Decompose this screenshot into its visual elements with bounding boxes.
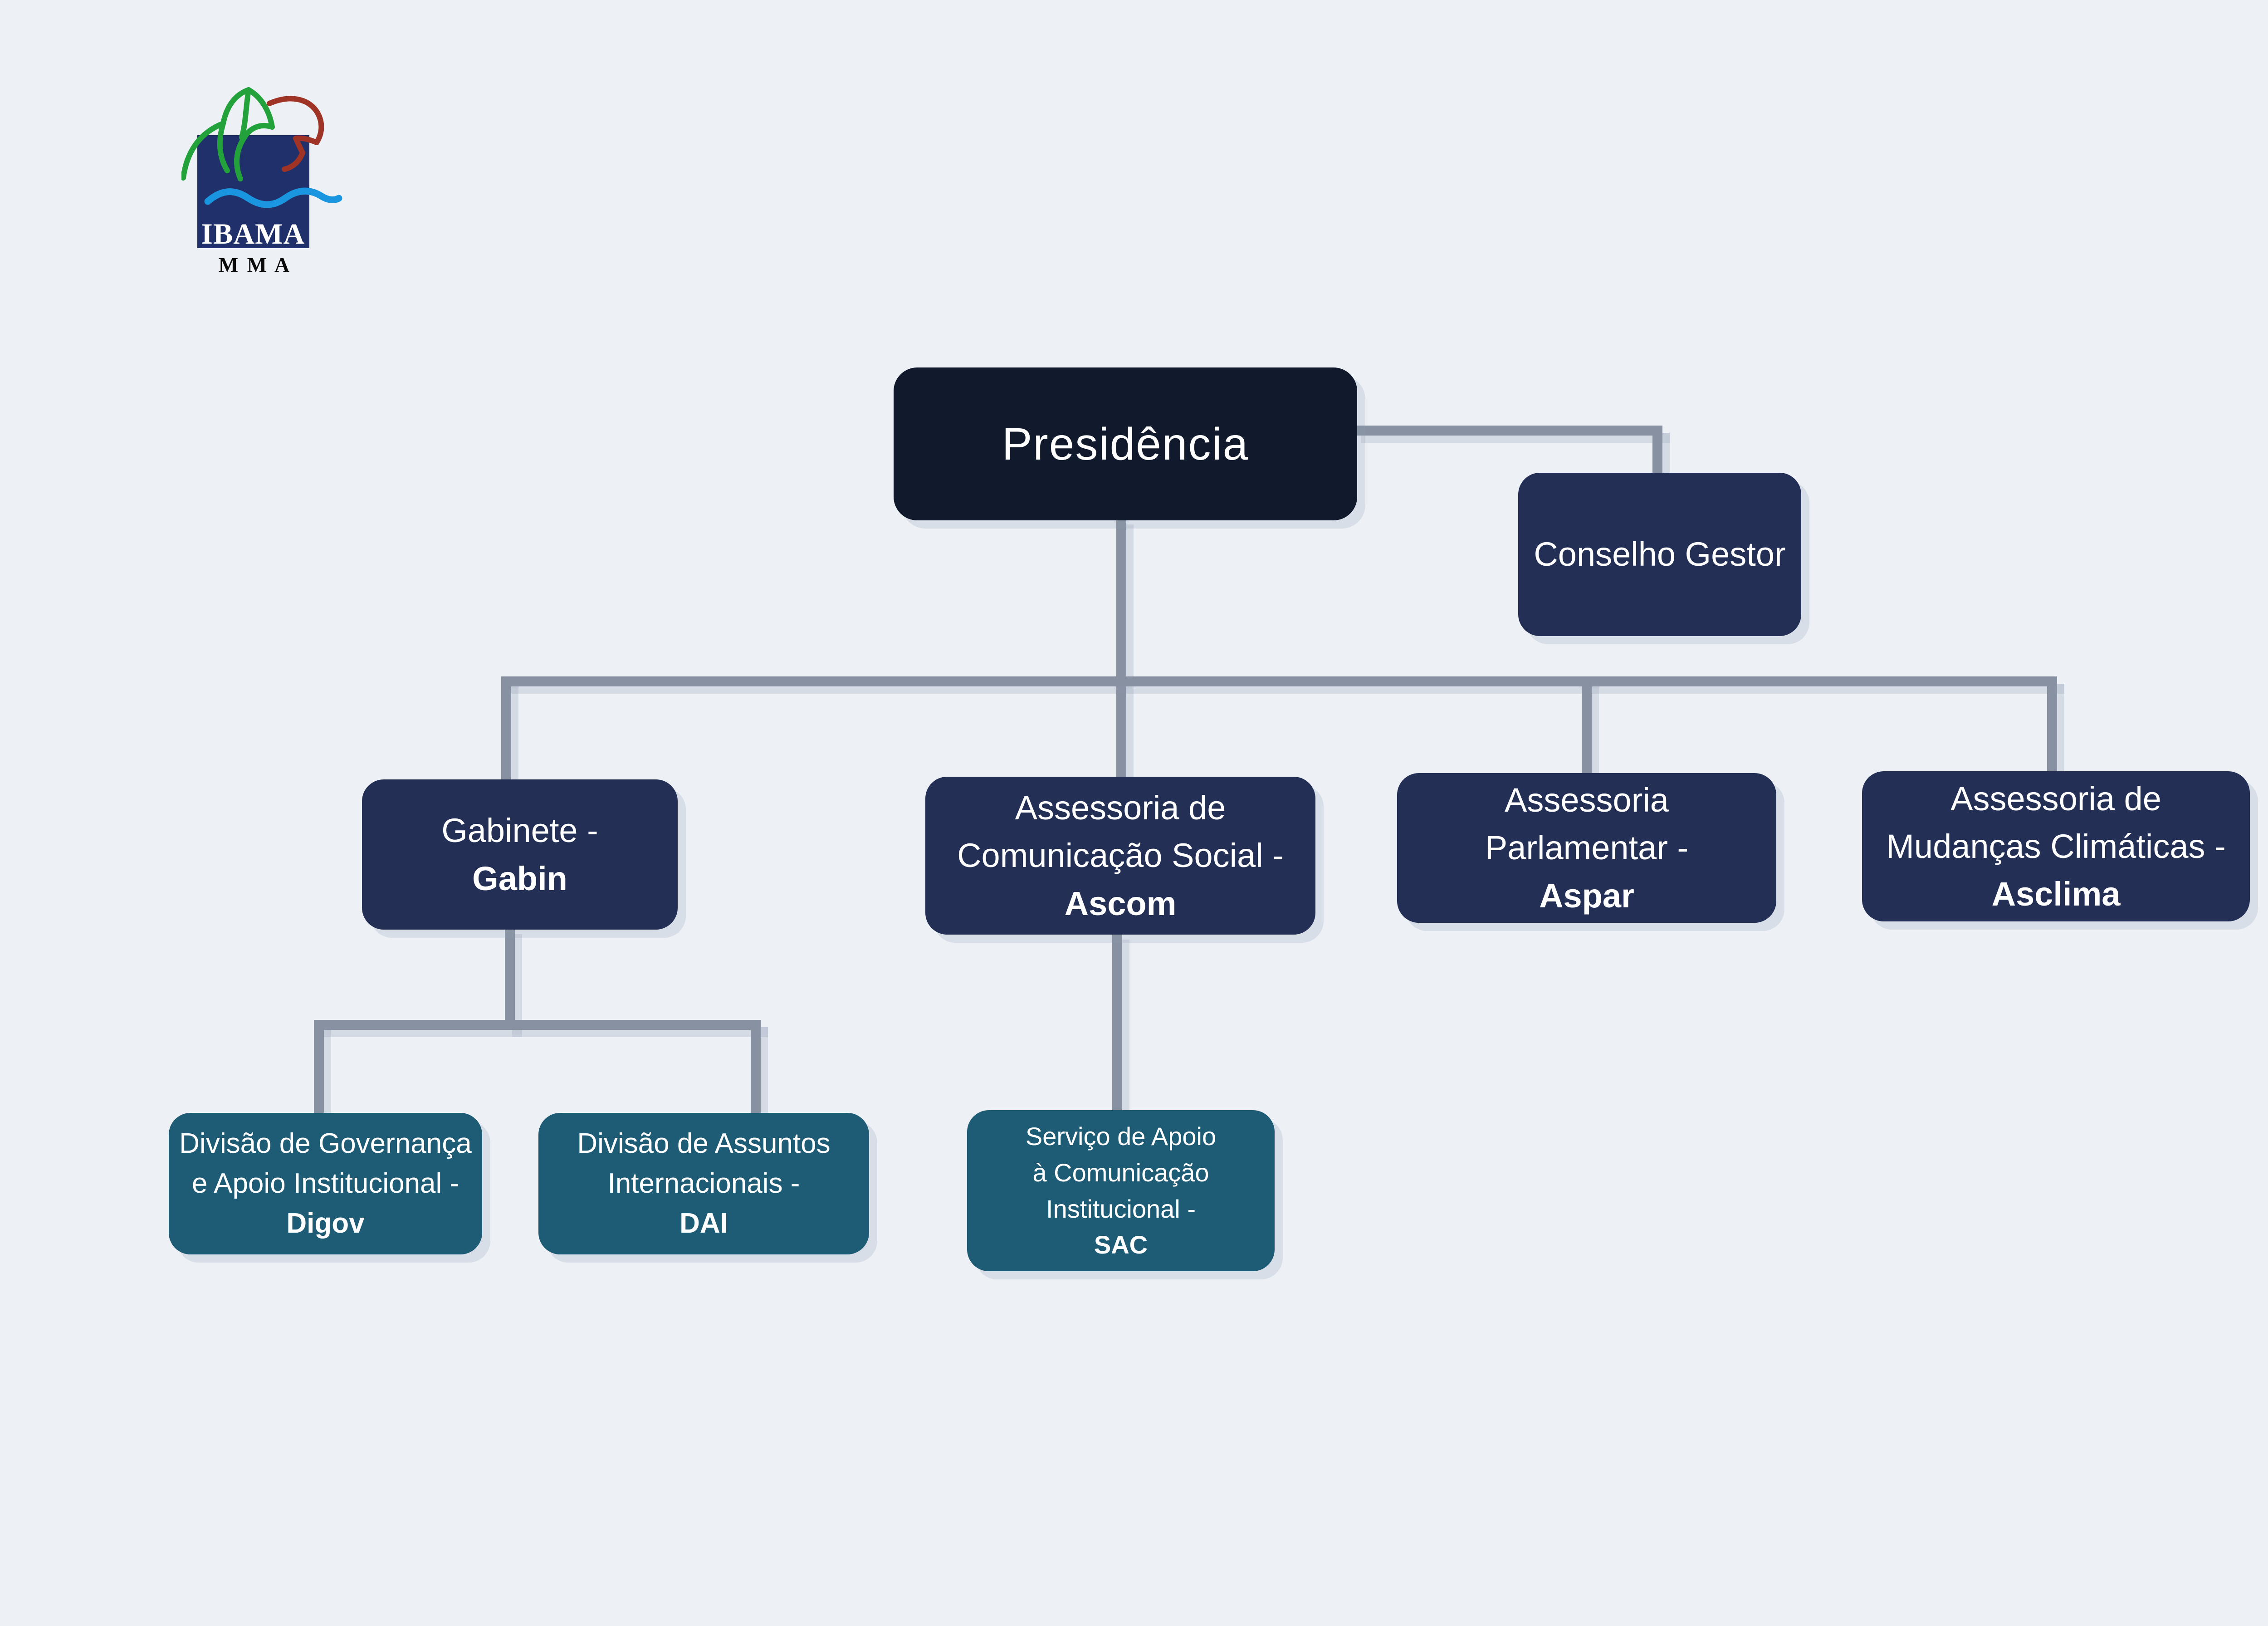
node-label-line: Mudanças Climáticas -: [1886, 827, 2226, 865]
node-acronym: Gabin: [472, 859, 567, 897]
node-label-line: Assessoria de: [1950, 779, 2161, 818]
node-divisao-assuntos-internacionais-dai: Divisão de Assuntos Internacionais - DAI: [538, 1113, 869, 1254]
node-label-line: Comunicação Social -: [957, 837, 1284, 875]
node-label: Presidência: [1002, 418, 1249, 470]
connector-gabin-to-subbus-vertical: [505, 927, 515, 1030]
node-assessoria-mudancas-climaticas-asclima: Assessoria de Mudanças Climáticas - Ascl…: [1862, 771, 2250, 921]
node-acronym: Digov: [286, 1208, 365, 1239]
connector-presidencia-conselho-horizontal: [1354, 426, 1662, 436]
node-divisao-governanca-digov: Divisão de Governança e Apoio Institucio…: [169, 1113, 482, 1254]
logo-bird-icon: [267, 96, 324, 172]
node-acronym: Ascom: [1064, 884, 1177, 922]
node-label-line: e Apoio Institucional -: [191, 1167, 459, 1199]
connector-presidencia-conselho-vertical: [1652, 426, 1662, 478]
ibama-logo: IBAMA M M A: [181, 87, 342, 276]
connector-drop-asclima: [2047, 676, 2057, 777]
node-label-line: Assessoria de: [1015, 789, 1226, 827]
node-assessoria-comunicacao-ascom: Assessoria de Comunicação Social - Ascom: [925, 777, 1315, 935]
node-acronym: DAI: [679, 1208, 728, 1239]
node-label-line: Divisão de Assuntos: [577, 1127, 831, 1159]
node-label-line: Assessoria: [1505, 781, 1669, 819]
logo-wordmark: IBAMA: [201, 218, 305, 250]
logo-wave-icon: [204, 187, 342, 208]
node-label-line: Internacionais -: [607, 1167, 800, 1199]
logo-leaf-icon: [181, 87, 275, 181]
node-label-line: Gabinete -: [441, 812, 598, 850]
node-label: Conselho Gestor: [1534, 535, 1786, 573]
node-label-line: Serviço de Apoio: [1025, 1122, 1217, 1151]
node-conselho-gestor: Conselho Gestor: [1518, 473, 1801, 636]
node-presidencia: Presidência: [894, 367, 1357, 520]
node-acronym: Asclima: [1991, 875, 2121, 913]
node-label-line: Institucional -: [1046, 1194, 1196, 1223]
connector-drop-dai: [751, 1020, 761, 1117]
connector-level2-bus-horizontal: [501, 676, 2057, 686]
connector-drop-gabin: [501, 676, 511, 785]
node-label-line: Divisão de Governança: [179, 1127, 472, 1159]
node-gabinete-gabin: Gabinete - Gabin: [362, 779, 678, 930]
connector-drop-digov: [314, 1020, 324, 1117]
connector-gabin-subbus-horizontal: [314, 1020, 761, 1030]
connector-presidencia-to-bus-vertical: [1116, 517, 1126, 783]
connector-ascom-sac-vertical: [1112, 932, 1122, 1114]
node-acronym: Aspar: [1539, 877, 1634, 915]
node-label-line: Parlamentar -: [1485, 829, 1689, 867]
node-assessoria-parlamentar-aspar: Assessoria Parlamentar - Aspar: [1397, 773, 1776, 923]
logo-subtitle: M M A: [219, 253, 292, 276]
node-acronym: SAC: [1094, 1230, 1148, 1259]
connector-drop-aspar: [1582, 676, 1592, 779]
node-servico-apoio-comunicacao-sac: Serviço de Apoio à Comunicação Instituci…: [967, 1110, 1275, 1271]
node-label-line: à Comunicação: [1032, 1158, 1209, 1187]
